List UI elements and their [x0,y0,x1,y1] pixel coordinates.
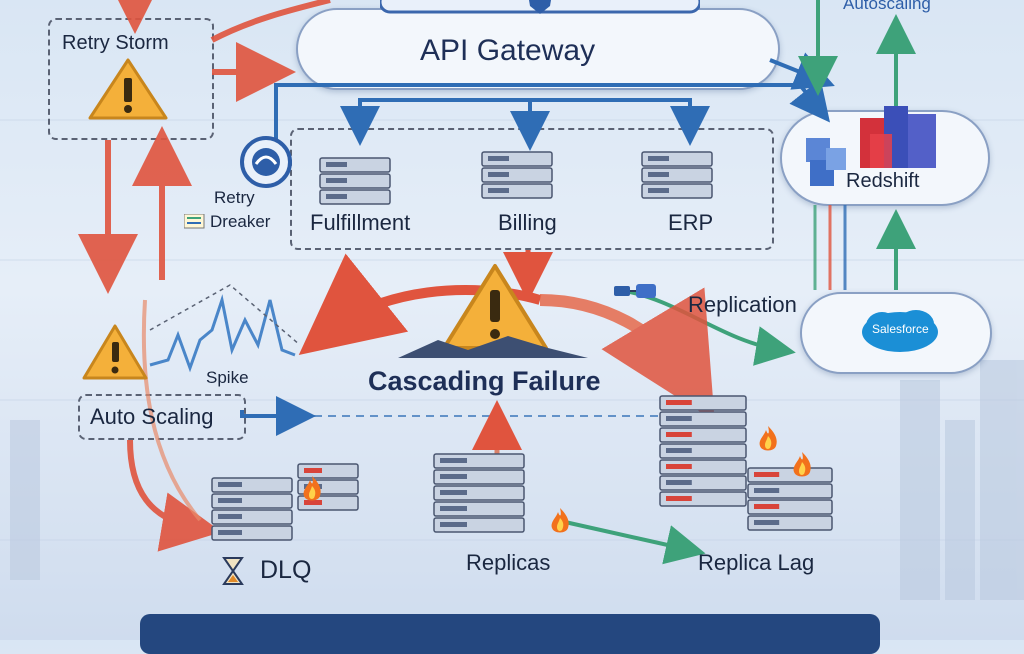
dlq-server-icon [211,477,293,541]
billing-server-icon [481,151,553,199]
redshift-label: Redshift [846,170,920,192]
erp-label: ERP [668,210,714,235]
replicas-label: Replicas [466,550,551,575]
connector-layer [78,0,916,565]
replication-label: Replication [688,292,797,317]
salesforce-label: Salesforce [872,322,929,336]
erp-server-icon [641,151,713,199]
bottom-banner [140,614,880,654]
circuit-breaker-icon [240,136,292,188]
fulfillment-label: Fulfillment [310,210,411,235]
autoscaling-top-label: Autoscaling [843,0,931,13]
failing-server-icon-2 [747,467,833,531]
api-gateway-label: API Gateway [420,34,596,67]
salesforce-logo [862,310,938,352]
mountain-decoration [398,336,588,358]
hourglass-icon [222,557,244,585]
server-fire-icon-2 [793,452,811,477]
retry-arrow-curve [210,0,331,43]
gateway-shield-icon [380,0,700,14]
retry-storm-label: Retry Storm [62,32,169,54]
auto-scaling-arrow [240,396,316,436]
connector-plug-icon [614,284,656,298]
server-fire-icon-1 [759,426,777,451]
spike-label: Spike [206,368,249,387]
retry-breaker-label-1: Retry [214,188,255,207]
billing-label: Billing [498,210,557,235]
cascade-arc-right [539,287,715,422]
spike-warning-icon [82,324,148,380]
retry-breaker-label-2: Dreaker [210,212,271,231]
replica-fire-icon [551,508,569,533]
dlq-fire-icon [303,476,321,501]
replica-lag-arrow [564,520,706,565]
failing-server-icon [659,395,747,507]
gateway-to-redshift-arrow [274,78,830,150]
breaker-list-icon [184,214,205,229]
fulfillment-server-icon [319,157,391,205]
auto-scaling-label: Auto Scaling [90,404,214,429]
retry-arrow-dlq [127,439,222,552]
retry-storm-warning-icon [88,58,168,120]
api-gateway-cloud [296,8,780,90]
replica-lag-label: Replica Lag [698,550,815,575]
dlq-label: DLQ [260,556,312,584]
background-grid [0,119,1024,600]
gateway-branch [358,98,692,130]
replica-server-icon [433,453,525,533]
redshift-cubes-icon [806,106,936,186]
cascading-failure-label: Cascading Failure [368,366,601,396]
spike-chart [149,294,296,373]
